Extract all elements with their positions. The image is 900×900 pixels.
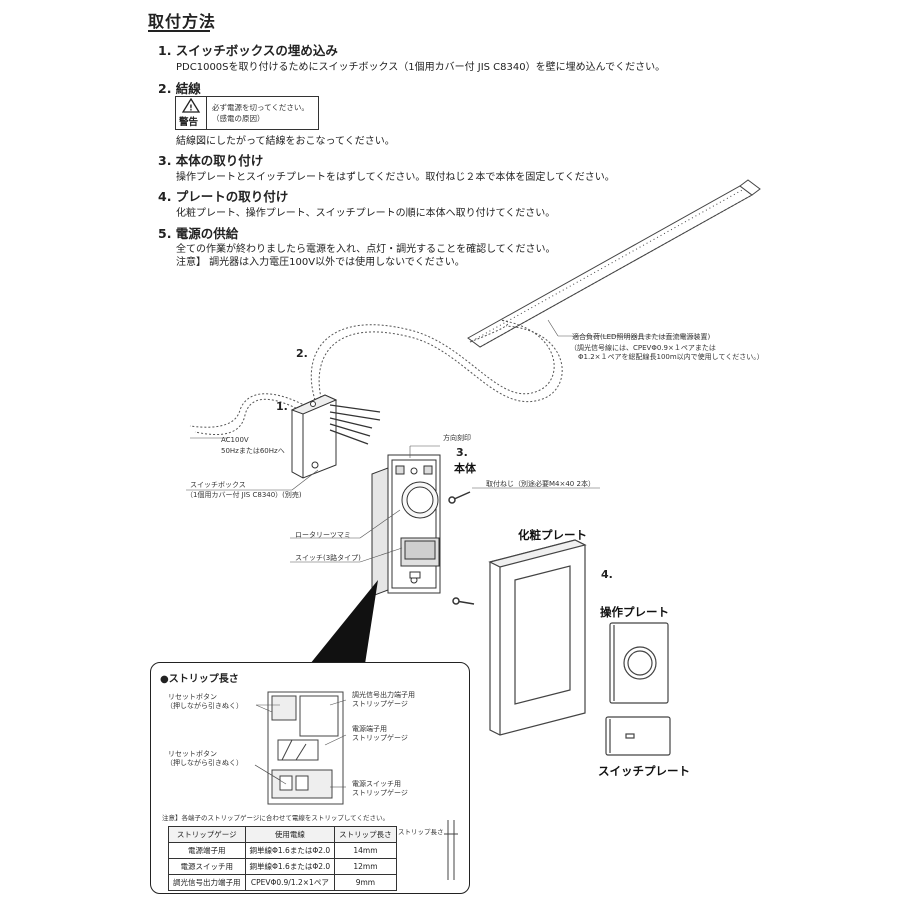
ac-label-2: 50Hzまたは60Hzへ	[221, 447, 285, 455]
section-5-heading: 5. 電源の供給	[158, 226, 239, 241]
table-header: 使用電線	[244, 826, 336, 843]
power-gauge-label-2: ストリップゲージ	[352, 734, 408, 742]
table-cell: 電源スイッチ用	[168, 858, 246, 875]
warning-line-1: 必ず電源を切ってください。	[212, 103, 309, 112]
table-header: ストリップ長さ	[334, 826, 397, 843]
warning-label: 警告	[179, 117, 199, 128]
strip-side-label: ストリップ長さ	[398, 828, 444, 836]
section-3-text: 操作プレートとスイッチプレートをはずしてください。取付ねじ２本で本体を固定してく…	[176, 172, 615, 183]
load-label: 適合負荷(LED照明器具または直流電源装置)	[572, 333, 711, 341]
direction-mark-label: 方向刻印	[443, 434, 471, 442]
strip-length-table: ストリップゲージ 使用電線 ストリップ長さ 電源端子用 銅単線Φ1.6またはΦ2…	[168, 826, 397, 891]
dim-gauge-label-2: ストリップゲージ	[352, 700, 408, 708]
table-row: 電源スイッチ用 銅単線Φ1.6またはΦ2.0 12mm	[168, 858, 397, 875]
load-note-1: （調光信号線には、CPEVΦ0.9×１ペアまたは	[570, 344, 716, 352]
step-2-marker: 2.	[296, 347, 308, 360]
ac-label-1: AC100V	[221, 436, 249, 444]
section-4-heading: 4. プレートの取り付け	[158, 189, 289, 204]
dimmer-body	[371, 454, 441, 597]
inset-note: 注意】各端子のストリップゲージに合わせて電線をストリップしてください。	[162, 814, 389, 822]
load-note-2: Φ1.2×１ペアを総配線長100m以内で使用してください。）	[578, 353, 764, 361]
rotary-knob-label: ロータリーツマミ	[295, 531, 351, 539]
psw-gauge-label-2: ストリップゲージ	[352, 789, 408, 797]
warning-box: ! 警告 必ず電源を切ってください。 （感電の原因）	[175, 96, 319, 130]
section-3-heading: 3. 本体の取り付け	[158, 153, 264, 168]
switch-plate-label: スイッチプレート	[598, 764, 690, 778]
section-5-text-1: 全ての作業が終わりましたら電源を入れ、点灯・調光することを確認してください。	[176, 244, 556, 255]
step-3-marker: 3.	[456, 446, 468, 459]
table-cell: 9mm	[334, 874, 397, 891]
table-cell: 銅単線Φ1.6またはΦ2.0	[244, 842, 336, 859]
led-bar	[467, 179, 761, 348]
section-1-text: PDC1000Sを取り付けるためにスイッチボックス（1個用カバー付 JIS C8…	[176, 62, 666, 73]
reset-button-2-label-2: （押しながら引きぬく）	[166, 759, 243, 767]
cosmetic-plate-label: 化粧プレート	[518, 528, 587, 542]
reset-button-2-label-1: リセットボタン	[168, 750, 217, 758]
switch-box	[290, 394, 338, 479]
page-title: 取付方法	[148, 12, 217, 31]
screw-icon	[448, 491, 475, 605]
step-1-marker: 1.	[276, 400, 288, 413]
warning-line-2: （感電の原因）	[212, 114, 265, 123]
cosmetic-plate	[488, 539, 587, 736]
table-cell: 電源端子用	[168, 842, 246, 859]
switch-box-label-1: スイッチボックス	[190, 481, 246, 489]
section-1-heading: 1. スイッチボックスの埋め込み	[158, 43, 338, 58]
section-5-text-2: 注意】 調光器は入力電圧100V以外では使用しないでください。	[176, 257, 465, 268]
screw-label: 取付ねじ（別途必要M4×40 2本）	[486, 480, 595, 488]
table-cell: 12mm	[334, 858, 397, 875]
dim-gauge-label-1: 調光信号出力端子用	[352, 691, 415, 699]
title-underline	[148, 30, 210, 32]
step-3-label: 本体	[454, 462, 476, 475]
table-row: 電源端子用 銅単線Φ1.6またはΦ2.0 14mm	[168, 842, 397, 859]
inset-title: ●ストリップ長さ	[160, 674, 239, 685]
table-header: ストリップゲージ	[168, 826, 246, 843]
operation-plate-label: 操作プレート	[600, 605, 669, 619]
table-cell: 14mm	[334, 842, 397, 859]
section-2-text: 結線図にしたがって結線をおこなってください。	[176, 136, 395, 147]
switch-label: スイッチ(3路タイプ)	[295, 554, 361, 562]
table-cell: 銅単線Φ1.6またはΦ2.0	[244, 858, 336, 875]
operation-plate	[609, 622, 669, 704]
switch-box-label-2: （1個用カバー付 JIS C8340）(別売)	[186, 491, 302, 499]
table-row: 調光信号出力端子用 CPEVΦ0.9/1.2×1ペア 9mm	[168, 874, 397, 891]
psw-gauge-label-1: 電源スイッチ用	[352, 780, 401, 788]
warning-triangle-icon: !	[181, 97, 201, 113]
table-cell: CPEVΦ0.9/1.2×1ペア	[244, 874, 336, 891]
svg-text:!: !	[189, 104, 193, 113]
switch-plate	[605, 716, 671, 756]
section-2-heading: 2. 結線	[158, 81, 201, 96]
power-gauge-label-1: 電源端子用	[352, 725, 387, 733]
reset-button-1-label-2: （押しながら引きぬく）	[166, 702, 243, 710]
reset-button-1-label-1: リセットボタン	[168, 693, 217, 701]
table-cell: 調光信号出力端子用	[168, 874, 246, 891]
step-4-marker: 4.	[601, 568, 613, 581]
section-4-text: 化粧プレート、操作プレート、スイッチプレートの順に本体へ取り付けてください。	[176, 208, 556, 219]
